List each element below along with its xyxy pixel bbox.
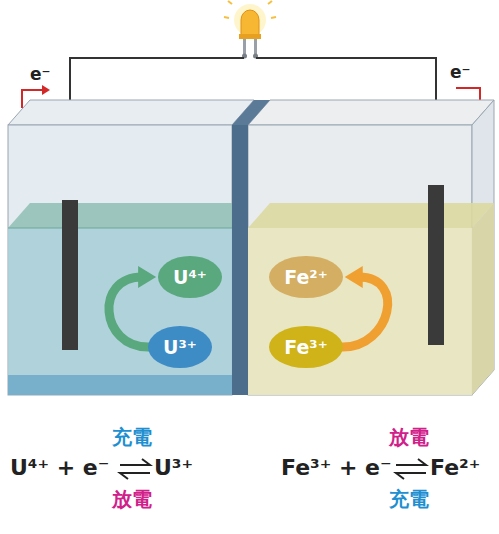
ion-oval: U⁴⁺ xyxy=(158,256,222,298)
charge-label: 充電 xyxy=(389,486,429,513)
equation-term: U⁴⁺ + e⁻ xyxy=(10,455,109,480)
ion-oval: Fe²⁺ xyxy=(269,256,342,298)
electrode xyxy=(62,200,78,350)
left-tank xyxy=(8,100,254,395)
ion-label: Fe³⁺ xyxy=(284,336,327,358)
ion-label: Fe²⁺ xyxy=(284,266,327,288)
ion-oval: Fe³⁺ xyxy=(269,326,342,368)
equation-term: Fe³⁺ + e⁻ xyxy=(281,455,392,480)
electrode xyxy=(428,185,444,345)
right-tank xyxy=(248,100,494,395)
electron-label: e⁻ xyxy=(30,64,51,84)
ion-label: U⁴⁺ xyxy=(173,266,207,288)
reaction-arrow xyxy=(109,277,148,347)
charge-label: 充電 xyxy=(112,424,152,451)
membrane xyxy=(232,100,270,395)
ion-label: U³⁺ xyxy=(163,336,197,358)
discharge-label: 放電 xyxy=(389,424,429,451)
equation-term: U³⁺ xyxy=(154,455,193,480)
led xyxy=(224,0,276,59)
equation-term: Fe²⁺ xyxy=(430,455,480,480)
ion-oval: U³⁺ xyxy=(148,326,212,368)
discharge-label: 放電 xyxy=(112,486,152,513)
electron-label: e⁻ xyxy=(450,62,471,82)
reaction-arrow xyxy=(343,277,388,347)
